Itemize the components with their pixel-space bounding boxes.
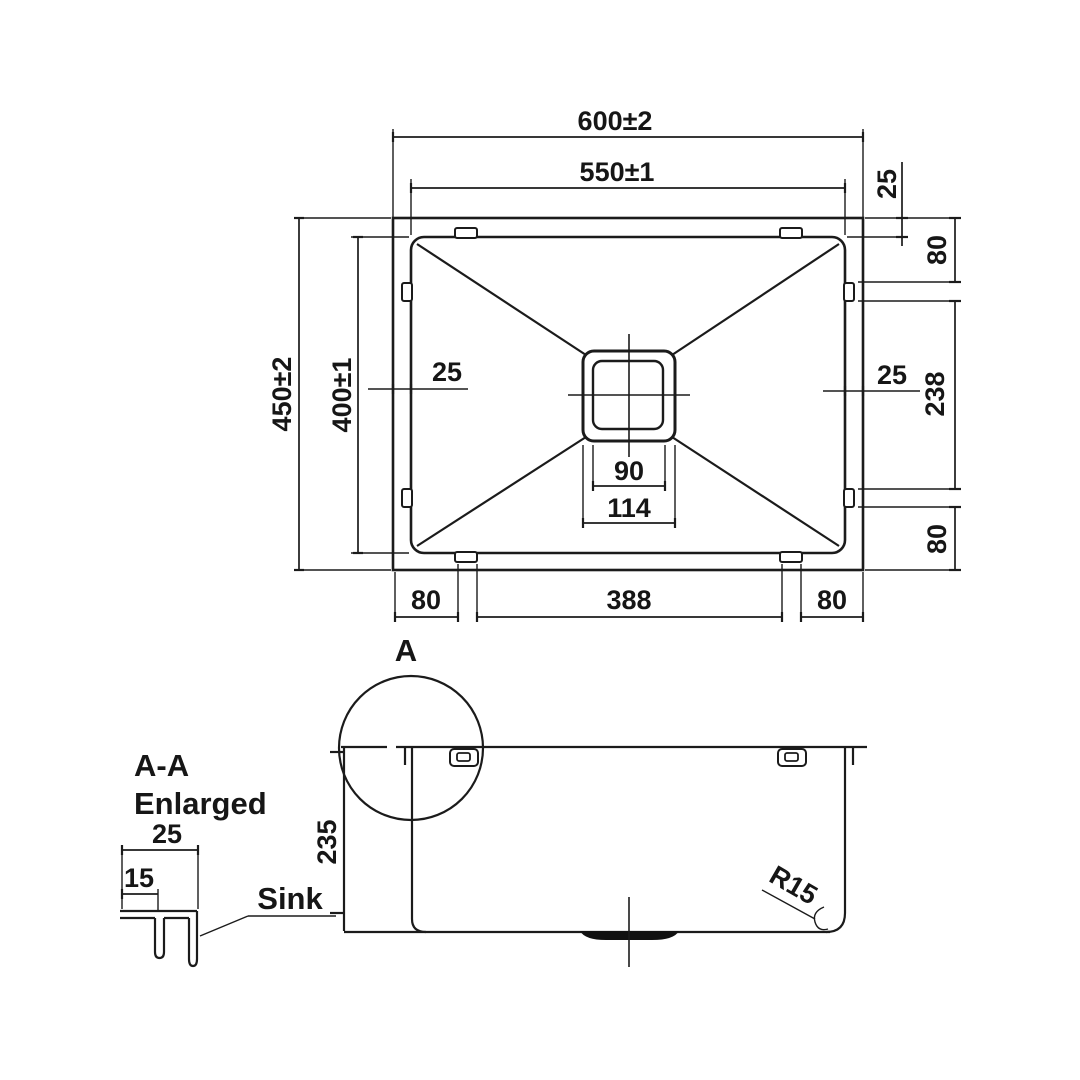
right-wall (825, 748, 847, 934)
corner-radius-callout: R15 (761, 860, 829, 931)
mounting-clip (401, 488, 413, 508)
dim-drain-outer: 114 (607, 493, 651, 523)
dim-rim-width: 25 (152, 819, 182, 849)
mounting-clips-top-view (401, 227, 855, 563)
rim-profile (120, 909, 199, 968)
dim-rim-left: 25 (432, 357, 462, 387)
dim-bowl-depth-section: 235 (312, 819, 342, 864)
dim-rim-top-right: 25 (872, 169, 902, 199)
bowl-corner-diagonals (416, 243, 840, 547)
dim-bowl-width: 550±1 (580, 157, 655, 187)
mounting-clip (454, 227, 478, 239)
detail-title: A-A (134, 748, 189, 783)
depth-dimension: 235 (312, 750, 344, 915)
dim-overall-depth: 450±2 (267, 357, 297, 432)
dimension-lines (298, 136, 956, 618)
detail-circle-a (337, 674, 485, 822)
clip-slot (784, 752, 799, 762)
inner-left-wall (410, 748, 427, 934)
dim-clip-top-offset: 80 (922, 235, 952, 265)
detail-marker-label: A (395, 633, 417, 668)
mounting-clip (779, 227, 803, 239)
dim-lip-offset: 15 (124, 863, 154, 893)
dim-clip-spacing-right: 238 (920, 371, 950, 416)
centerlines (368, 334, 920, 457)
mounting-clips-section (449, 748, 807, 767)
dim-overall-width: 600±2 (578, 106, 653, 136)
dim-clip-bottom-offset: 80 (922, 524, 952, 554)
detail-subtitle: Enlarged (134, 786, 267, 821)
clip-slot (456, 752, 471, 762)
dim-bowl-depth: 400±1 (327, 358, 357, 433)
dimension-labels: 600±2 550±1 450±2 400±1 25 80 238 80 25 … (267, 106, 952, 615)
dim-clip-right-offset-bottom: 80 (817, 585, 847, 615)
top-view (368, 216, 920, 572)
mounting-clip (454, 551, 478, 563)
mounting-clip (401, 282, 413, 302)
section-view: A 235 R15 (312, 633, 867, 967)
mounting-clip (779, 551, 803, 563)
dim-rim-right: 25 (877, 360, 907, 390)
top-view-dimensions: 600±2 550±1 450±2 400±1 25 80 238 80 25 … (267, 106, 961, 622)
detail-dimensions: 25 15 (120, 819, 200, 911)
tick-marks (294, 132, 961, 622)
sink-callout: Sink (199, 881, 336, 937)
detail-view: A-A Enlarged 25 15 Sink (120, 748, 336, 968)
dim-drain-inner: 90 (614, 456, 644, 486)
mounting-clip (843, 282, 855, 302)
dim-corner-radius: R15 (765, 860, 823, 911)
mounting-clip (843, 488, 855, 508)
dim-clip-spacing-bottom: 388 (606, 585, 651, 615)
dim-clip-left-offset-bottom: 80 (411, 585, 441, 615)
sink-callout-label: Sink (257, 881, 323, 916)
